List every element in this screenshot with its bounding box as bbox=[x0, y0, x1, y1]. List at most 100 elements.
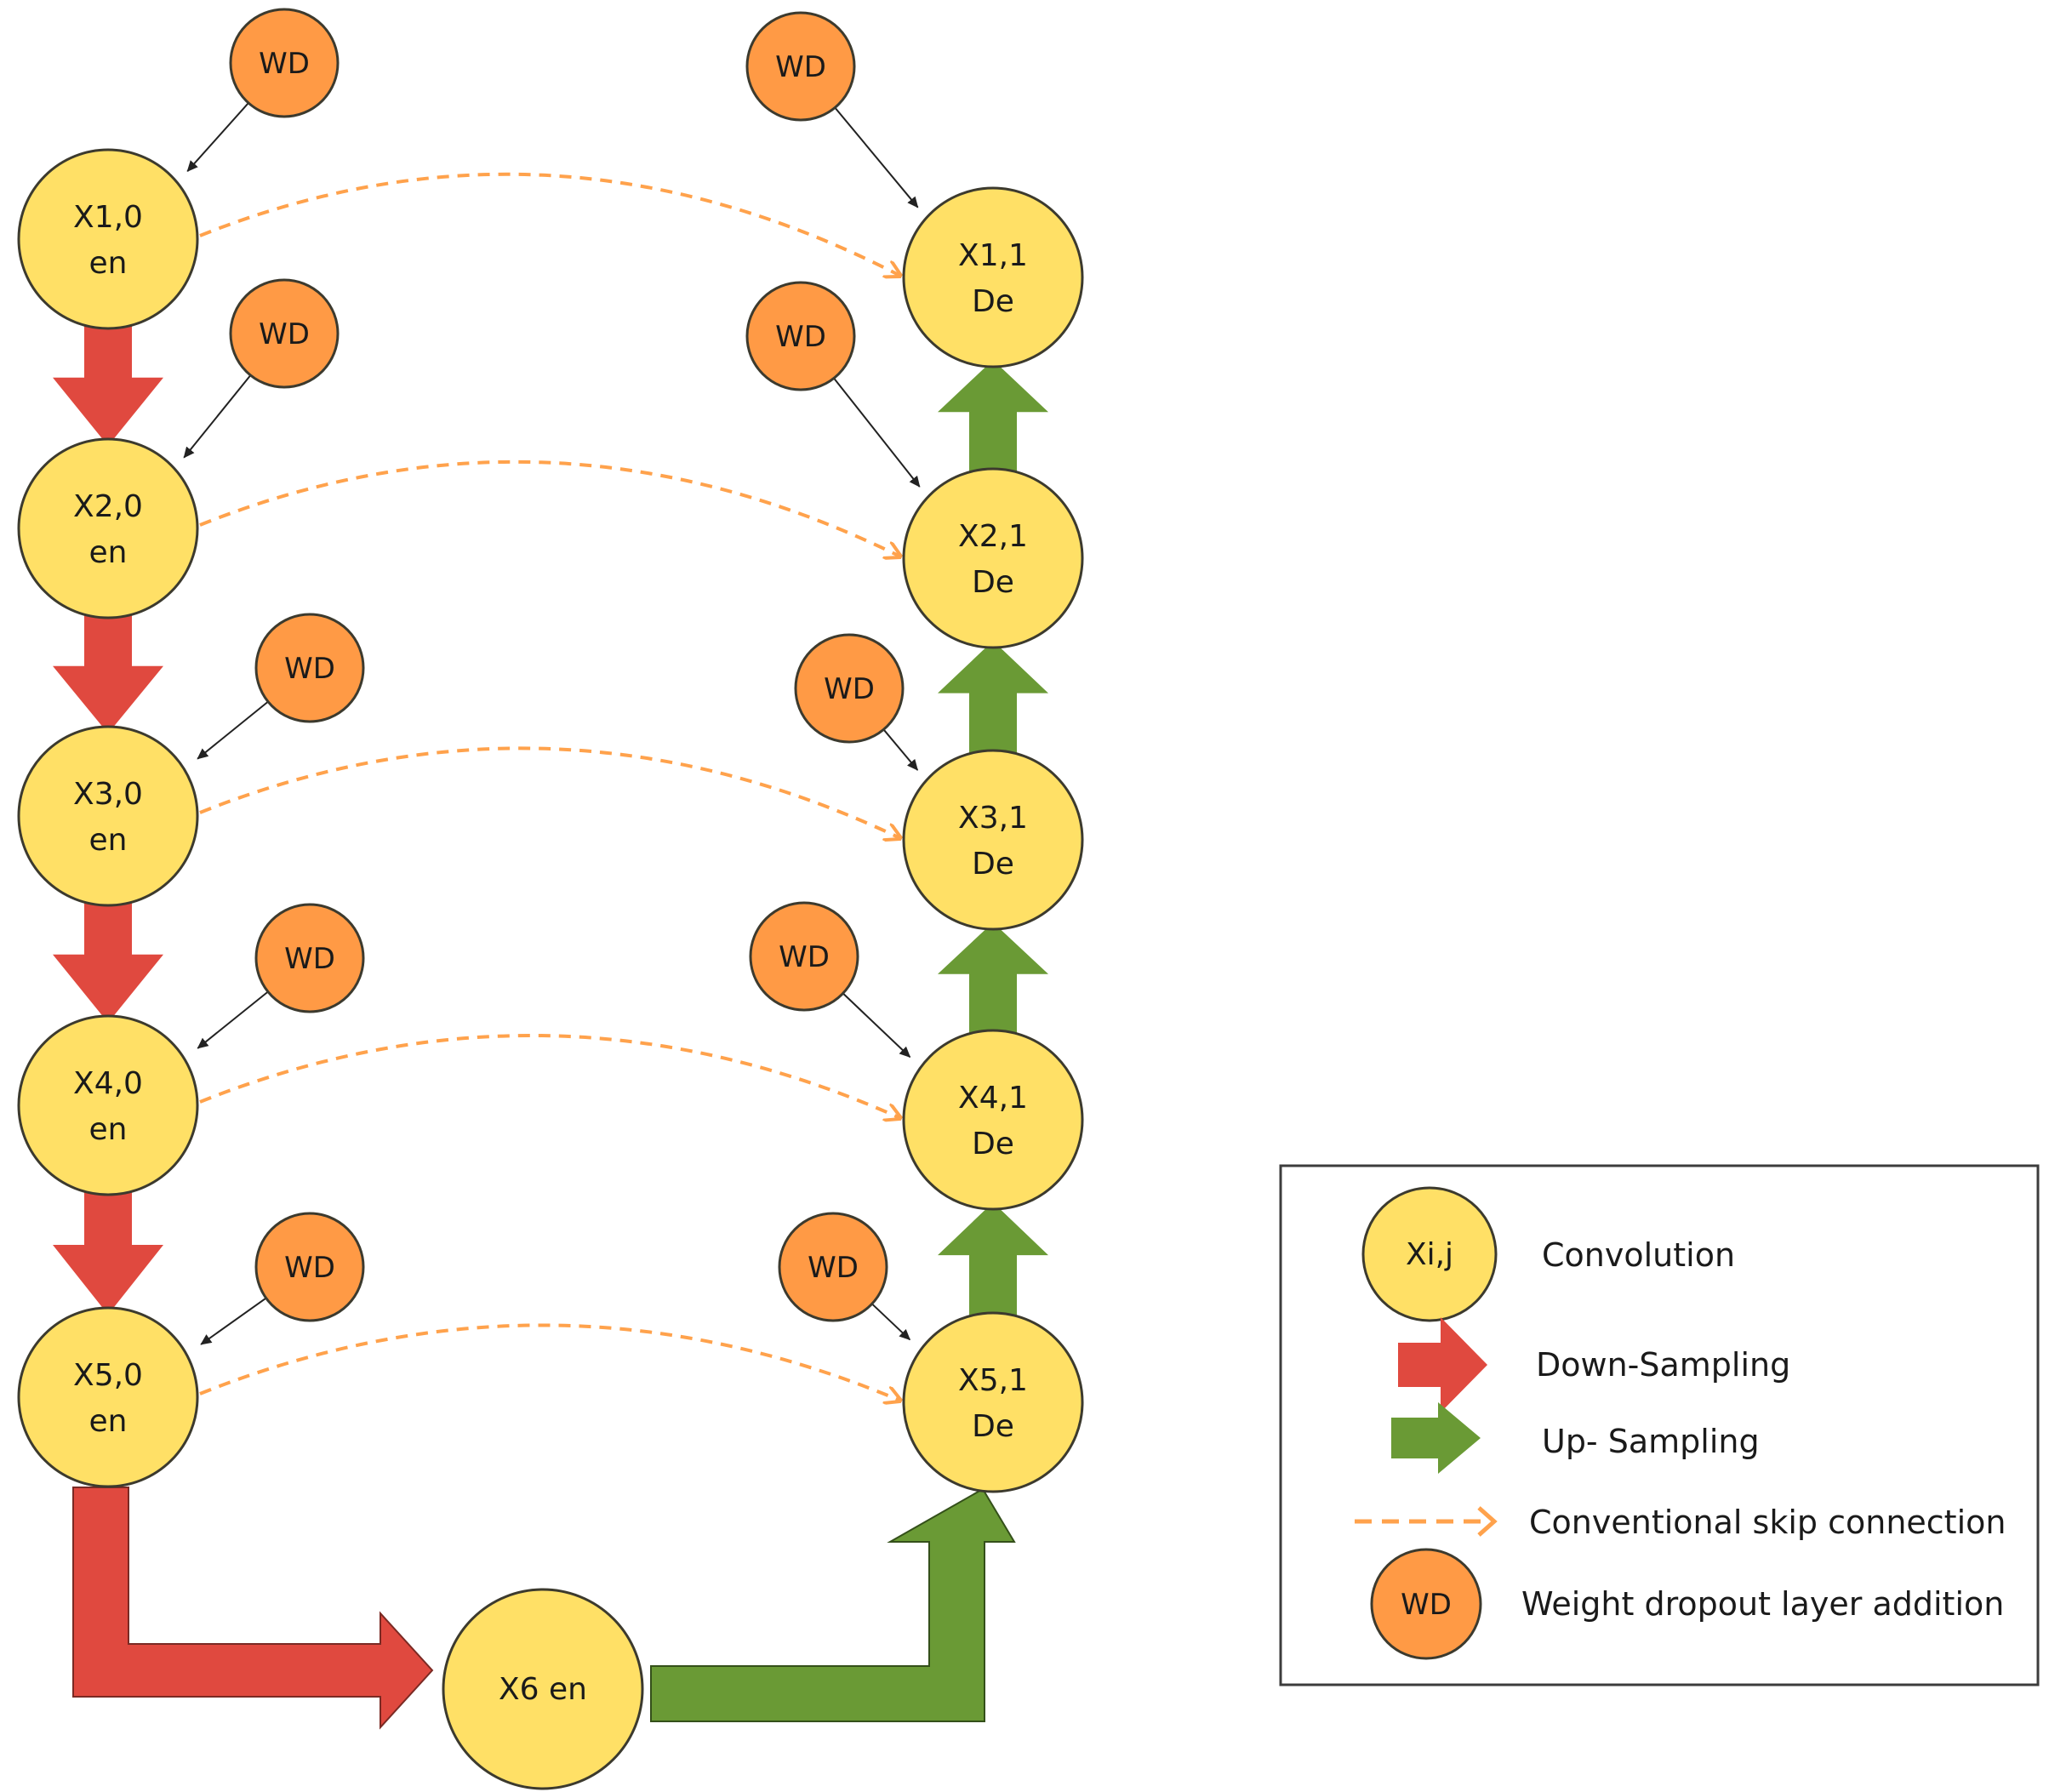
wd-node-encoder-3-label: WD bbox=[284, 652, 335, 686]
wd-node-encoder-1: WD bbox=[229, 8, 340, 118]
wd-node-decoder-4-label: WD bbox=[779, 940, 830, 974]
decoder-node-4-circle bbox=[902, 1029, 1084, 1211]
decoder-node-1-label-line2: De bbox=[972, 284, 1014, 319]
encoder-node-4-circle bbox=[17, 1014, 199, 1196]
down-sampling-arrow bbox=[53, 1188, 163, 1315]
decoder-node-5-label-line2: De bbox=[972, 1409, 1014, 1444]
encoder-node-4-label-line2: en bbox=[89, 1112, 128, 1147]
wd-node-encoder-4-circle bbox=[254, 903, 365, 1013]
wd-node-encoder-2-label: WD bbox=[259, 317, 310, 351]
wd-node-encoder-4-label: WD bbox=[284, 942, 335, 976]
up-sampling-arrow bbox=[938, 1202, 1048, 1320]
up-sampling-arrow bbox=[938, 641, 1048, 757]
wd-node-decoder-5: WD bbox=[778, 1212, 888, 1322]
encoder-node-1-circle bbox=[17, 148, 199, 330]
encoder-node-4-label-line1: X4,0 bbox=[73, 1066, 143, 1101]
down-sampling-arrow bbox=[53, 611, 163, 733]
wd-edge bbox=[834, 106, 919, 208]
decoder-node-4: X4,1De bbox=[902, 1029, 1084, 1211]
wd-node-encoder-3: WD bbox=[254, 613, 365, 723]
encoder-node-3-label-line1: X3,0 bbox=[73, 777, 143, 812]
wd-edge bbox=[200, 1297, 267, 1345]
decoder-node-1-circle bbox=[902, 186, 1084, 368]
decoder-node-2-label-line1: X2,1 bbox=[958, 519, 1028, 554]
encoder-node-5-label-line1: X5,0 bbox=[73, 1358, 143, 1393]
legend-skip-arrowhead bbox=[1477, 1506, 1498, 1537]
encoder-node-2-circle bbox=[17, 437, 199, 619]
wd-node-decoder-1: WD bbox=[745, 11, 856, 122]
skip-connection bbox=[199, 746, 900, 838]
wd-node-encoder-3-circle bbox=[254, 613, 365, 723]
legend-wd-label: Weight dropout layer addition bbox=[1521, 1585, 2004, 1623]
down-sampling-arrow bbox=[53, 322, 163, 446]
wd-edges bbox=[183, 102, 921, 1345]
encoder-node-3: X3,0 en bbox=[17, 725, 199, 907]
wd-node-encoder-2-circle bbox=[229, 278, 340, 389]
wd-node-decoder-3-circle bbox=[794, 633, 905, 744]
decoder-node-3-label-line2: De bbox=[972, 847, 1014, 882]
wd-node-decoder-4: WD bbox=[749, 901, 859, 1012]
wd-node-decoder-2-circle bbox=[745, 281, 856, 391]
wd-edge bbox=[197, 700, 269, 760]
wd-node-decoder-2: WD bbox=[745, 281, 856, 391]
decoder-node-5: X5,1De bbox=[902, 1311, 1084, 1493]
legend-conv-symbol bbox=[1361, 1186, 1498, 1322]
sampling-arrows bbox=[53, 322, 1048, 1730]
encoder-node-3-circle bbox=[17, 725, 199, 907]
wd-node-encoder-1-circle bbox=[229, 8, 340, 118]
skip-connections bbox=[199, 172, 900, 1401]
up-sampling-arrow bbox=[938, 360, 1048, 476]
nodes: X1,0enX2,0enX3,0enX4,0enX5,0enX1,1DeX2,1… bbox=[17, 8, 1084, 1790]
bottleneck-node-label: X6 en bbox=[499, 1672, 587, 1707]
encoder-node-2: X2,0en bbox=[17, 437, 199, 619]
up-sampling-arrow-from-bottleneck bbox=[650, 1487, 1016, 1722]
skip-connection bbox=[199, 172, 900, 276]
decoder-node-3-label-line1: X3,1 bbox=[958, 801, 1028, 836]
decoder-node-2-label-line2: De bbox=[972, 565, 1014, 600]
bottleneck-node-circle bbox=[442, 1588, 644, 1790]
encoder-node-1-label-line1: X1,0 bbox=[73, 200, 143, 235]
legend-up-label: Up- Sampling bbox=[1542, 1423, 1760, 1460]
legend-up-arrow bbox=[1391, 1402, 1481, 1474]
bottleneck-node: X6 en bbox=[442, 1588, 644, 1790]
wd-node-encoder-2: WD bbox=[229, 278, 340, 389]
decoder-node-1-label-line1: X1,1 bbox=[958, 238, 1028, 273]
skip-connection bbox=[199, 1034, 900, 1118]
legend-wd-symbol bbox=[1370, 1548, 1482, 1660]
legend-conv-symbol-text: Xi,j bbox=[1406, 1237, 1453, 1272]
encoder-node-1: X1,0 en bbox=[17, 148, 199, 330]
skip-connection bbox=[199, 459, 900, 556]
wd-node-encoder-4: WD bbox=[254, 903, 365, 1013]
decoder-node-3: X3,1De bbox=[902, 749, 1084, 931]
wd-edge bbox=[197, 990, 269, 1049]
encoder-node-3-label-line2: en bbox=[89, 823, 128, 858]
wd-node-decoder-1-label: WD bbox=[775, 50, 826, 84]
wd-edge bbox=[842, 992, 911, 1059]
decoder-node-5-label-line1: X5,1 bbox=[958, 1363, 1028, 1398]
wd-node-encoder-5: WD bbox=[254, 1212, 365, 1322]
decoder-node-2: X2,1De bbox=[902, 467, 1084, 649]
legend-skip-label: Conventional skip connection bbox=[1529, 1504, 2006, 1541]
wd-node-encoder-1-label: WD bbox=[259, 47, 310, 81]
decoder-node-1: X1,1De bbox=[902, 186, 1084, 368]
wd-node-decoder-5-circle bbox=[778, 1212, 888, 1322]
decoder-node-4-label-line2: De bbox=[972, 1127, 1014, 1161]
wd-edge bbox=[183, 374, 252, 459]
wd-edge bbox=[882, 728, 919, 771]
legend-down-arrow bbox=[1398, 1317, 1487, 1412]
encoder-node-1-label-line2: en bbox=[89, 246, 128, 281]
encoder-node-2-label-line1: X2,0 bbox=[73, 489, 143, 524]
encoder-node-5-circle bbox=[17, 1306, 199, 1488]
encoder-node-5-label-line2: en bbox=[89, 1404, 128, 1439]
wd-edge bbox=[833, 377, 921, 488]
wd-node-decoder-2-label: WD bbox=[775, 320, 826, 354]
wd-node-encoder-5-label: WD bbox=[284, 1251, 335, 1285]
decoder-node-5-circle bbox=[902, 1311, 1084, 1493]
wd-node-decoder-3: WD bbox=[794, 633, 905, 744]
wd-node-decoder-1-circle bbox=[745, 11, 856, 122]
up-sampling-arrow bbox=[938, 922, 1048, 1037]
down-sampling-arrow bbox=[53, 899, 163, 1023]
wd-edge bbox=[186, 102, 249, 172]
wd-node-encoder-5-circle bbox=[254, 1212, 365, 1322]
wd-node-decoder-5-label: WD bbox=[808, 1251, 859, 1285]
